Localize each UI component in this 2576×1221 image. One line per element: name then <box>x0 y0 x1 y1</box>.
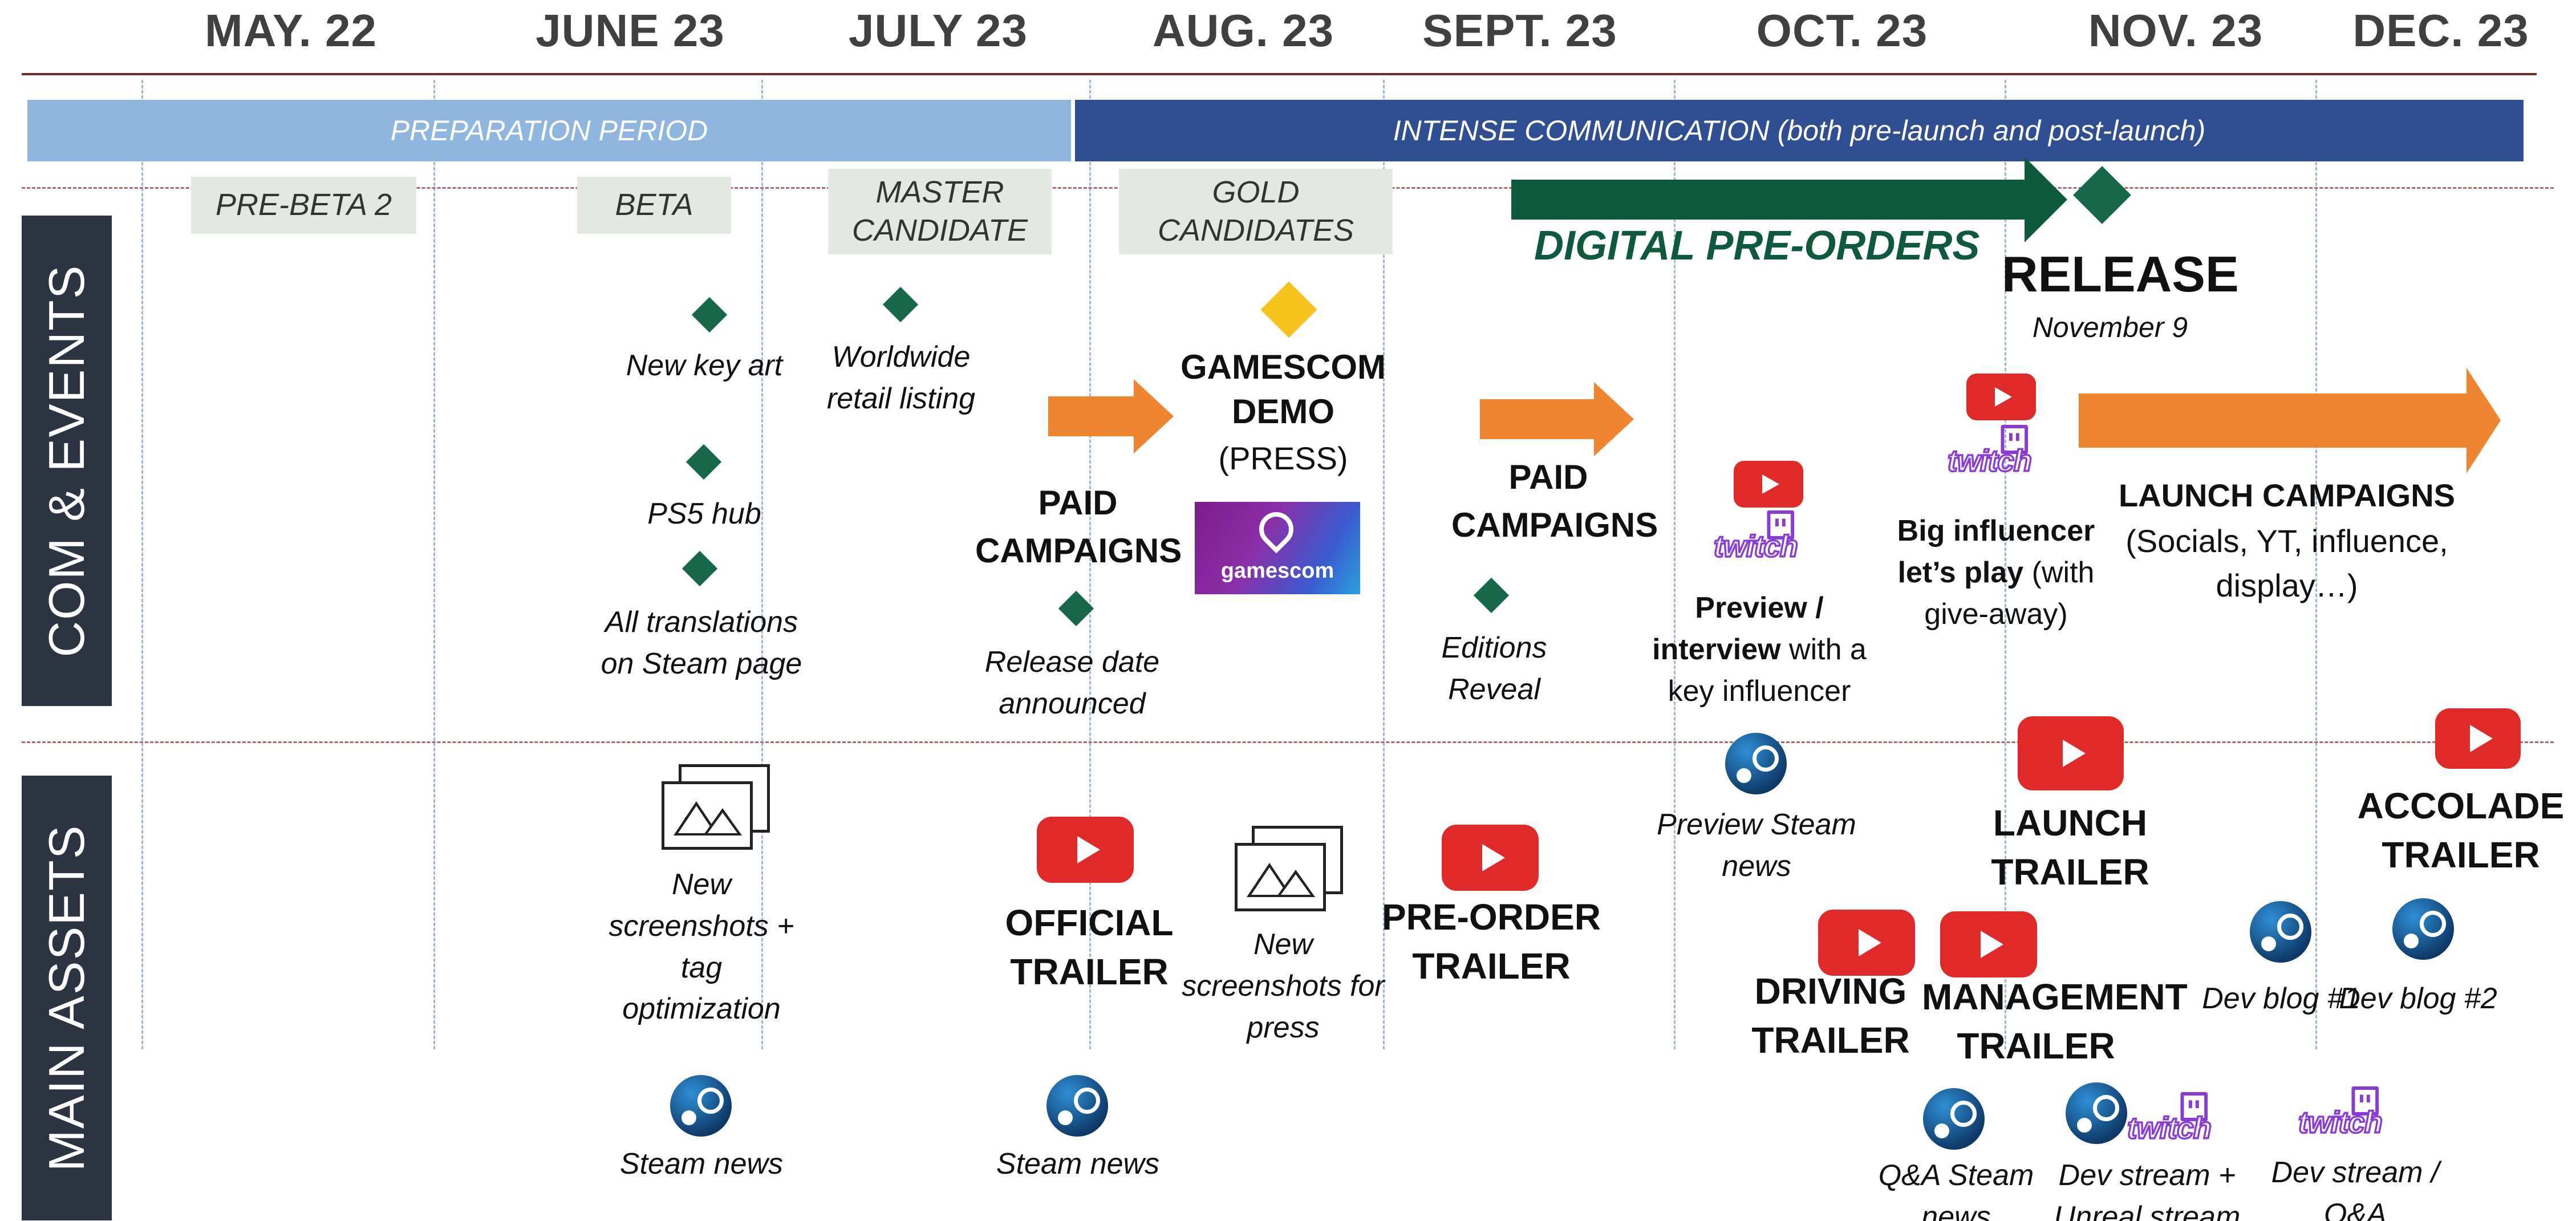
campaign-arrow <box>1480 382 1634 456</box>
gamescom-logo: gamescom <box>1195 502 1360 594</box>
month-divider <box>433 80 435 1049</box>
twitch-icon: twitch <box>2297 1086 2384 1140</box>
steam-icon <box>670 1075 732 1137</box>
asset-official-trailer: OFFICIAL TRAILER <box>1005 902 1174 993</box>
month-divider <box>2315 80 2317 1049</box>
youtube-icon <box>1442 825 1539 891</box>
asset-dev-blog-1: Dev blog #1 <box>2202 982 2360 1015</box>
diamond-marker <box>691 297 728 333</box>
picture-icon <box>1235 826 1343 911</box>
event-preview-interview: Preview / interview with a key influence… <box>1652 591 1867 708</box>
event-launch-campaigns-detail: (Socials, YT, influence, display…) <box>2125 523 2448 604</box>
month-divider <box>1383 80 1385 1049</box>
diamond-marker <box>882 286 919 323</box>
asset-qa-steam-news: Q&A Steam news <box>1878 1159 2034 1221</box>
section-main-assets: MAIN ASSETS <box>22 776 112 1220</box>
month-label: OCT. 23 <box>1756 5 1928 56</box>
asset-preorder-trailer: PRE-ORDER TRAILER <box>1381 897 1601 987</box>
month-label: DEC. 23 <box>2352 5 2529 56</box>
milestone-master-candidate: MASTER CANDIDATE <box>828 169 1052 254</box>
asset-management-trailer: MANAGEMENT TRAILER <box>1922 976 2188 1067</box>
diamond-marker <box>1058 590 1094 627</box>
youtube-icon <box>2435 708 2521 769</box>
diamond-marker <box>1473 577 1510 614</box>
campaign-arrow <box>1048 379 1174 453</box>
asset-preview-steam-news: Preview Steam news <box>1657 808 1856 883</box>
month-divider <box>1089 80 1091 1049</box>
month-label: JUNE 23 <box>536 5 725 56</box>
steam-icon <box>1923 1088 1985 1150</box>
release-title: RELEASE <box>2002 246 2239 302</box>
event-paid-campaigns: PAID CAMPAIGNS <box>975 484 1182 570</box>
asset-steam-news: Steam news <box>996 1147 1160 1181</box>
youtube-icon <box>1966 374 2036 420</box>
digital-preorders-label: DIGITAL PRE-ORDERS <box>1534 223 1980 269</box>
release-diamond-marker <box>2073 166 2131 224</box>
month-divider <box>1674 80 1676 1049</box>
event-gamescom-press: (PRESS) <box>1218 440 1348 476</box>
month-divider <box>141 80 143 1049</box>
youtube-icon <box>2018 716 2124 790</box>
diamond-marker <box>681 550 718 587</box>
asset-new-screenshots-tag: New screenshots + tag optimization <box>608 868 794 1026</box>
month-label: MAY. 22 <box>205 5 377 56</box>
preorder-arrow <box>1511 157 2067 242</box>
asset-accolade-trailer: ACCOLADE TRAILER <box>2357 785 2565 876</box>
launch-campaign-arrow <box>2079 368 2501 473</box>
release-date: November 9 <box>2032 311 2188 343</box>
intense-communication-bar: INTENSE COMMUNICATION (both pre-launch a… <box>1075 100 2524 161</box>
event-new-key-art: New key art <box>626 349 783 382</box>
steam-icon <box>1046 1075 1108 1137</box>
section-com-events: COM & EVENTS <box>22 216 112 706</box>
steam-icon <box>1725 733 1787 794</box>
month-divider <box>761 80 763 1049</box>
youtube-icon <box>1940 911 2037 977</box>
event-big-influencer: Big influencer let’s play (with give-awa… <box>1897 514 2095 631</box>
steam-icon <box>2392 898 2454 960</box>
month-label: AUG. 23 <box>1152 5 1334 56</box>
asset-dev-stream-qa: Dev stream / Q&A <box>2271 1156 2440 1221</box>
twitch-icon: twitch <box>1713 510 1799 564</box>
steam-icon <box>2250 901 2311 963</box>
event-release-date-announced: Release date announced <box>984 646 1160 720</box>
section-divider <box>22 741 2554 743</box>
event-translations: All translations on Steam page <box>601 606 802 680</box>
youtube-icon <box>1818 910 1915 976</box>
event-gamescom-demo: GAMESCOM DEMO <box>1181 348 1386 431</box>
milestone-prebeta: PRE-BETA 2 <box>191 177 416 234</box>
event-ps5-hub: PS5 hub <box>647 497 761 530</box>
month-label: JULY 23 <box>849 5 1028 56</box>
asset-dev-blog-2: Dev blog #2 <box>2339 982 2497 1015</box>
diamond-marker <box>685 444 722 480</box>
event-launch-campaigns: LAUNCH CAMPAIGNS <box>2118 477 2456 513</box>
steam-icon <box>2066 1082 2127 1144</box>
preparation-period-bar: PREPARATION PERIOD <box>27 100 1071 161</box>
timeline-baseline <box>22 73 2537 75</box>
youtube-icon <box>1037 817 1134 883</box>
twitch-icon: twitch <box>1946 425 2033 478</box>
asset-launch-trailer: LAUNCH TRAILER <box>1991 802 2149 893</box>
event-paid-campaigns: PAID CAMPAIGNS <box>1451 458 1658 544</box>
milestone-beta: BETA <box>577 177 731 234</box>
gold-diamond-marker <box>1260 281 1317 338</box>
month-label: NOV. 23 <box>2088 5 2263 56</box>
event-editions-reveal: Editions Reveal <box>1441 631 1547 706</box>
picture-icon <box>662 764 770 850</box>
youtube-icon <box>1734 461 1803 508</box>
asset-new-screenshots-press: New screenshots for press <box>1182 928 1385 1044</box>
twitch-icon: twitch <box>2126 1092 2213 1146</box>
milestone-gold-candidates: GOLD CANDIDATES <box>1119 169 1393 254</box>
asset-steam-news: Steam news <box>619 1147 784 1181</box>
month-divider <box>2005 80 2006 1049</box>
month-label: SEPT. 23 <box>1422 5 1617 56</box>
asset-driving-trailer: DRIVING TRAILER <box>1751 971 1910 1061</box>
event-retail-listing: Worldwide retail listing <box>826 340 976 415</box>
asset-dev-stream-unreal: Dev stream + Unreal stream <box>2054 1159 2241 1221</box>
